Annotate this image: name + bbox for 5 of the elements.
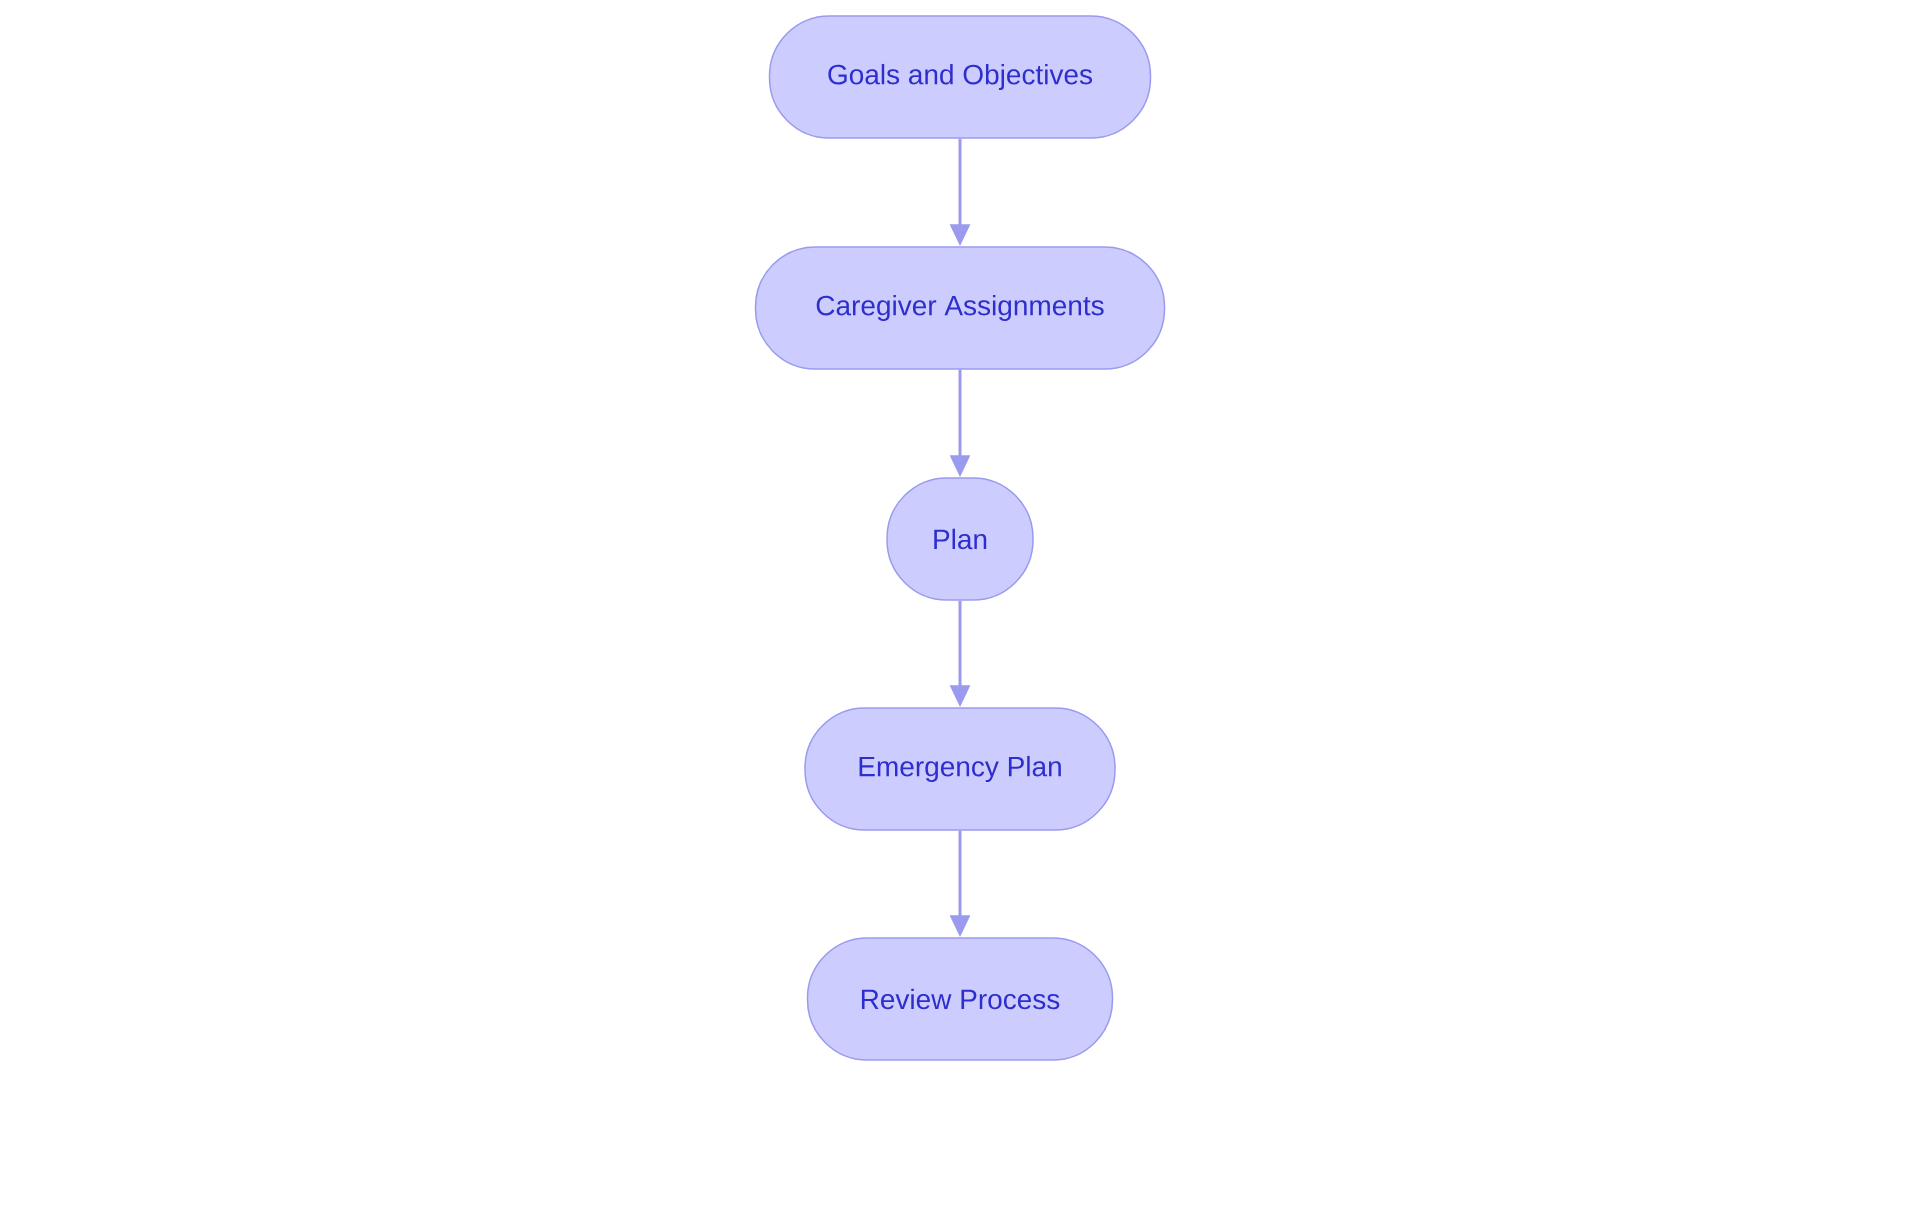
process-box: Caregiver Assignments — [754, 246, 1166, 370]
process-box: Plan — [886, 477, 1034, 601]
process-box: Review Process — [806, 937, 1114, 1061]
process-box: Emergency Plan — [804, 707, 1116, 831]
process-box: Goals and Objectives — [768, 15, 1152, 139]
